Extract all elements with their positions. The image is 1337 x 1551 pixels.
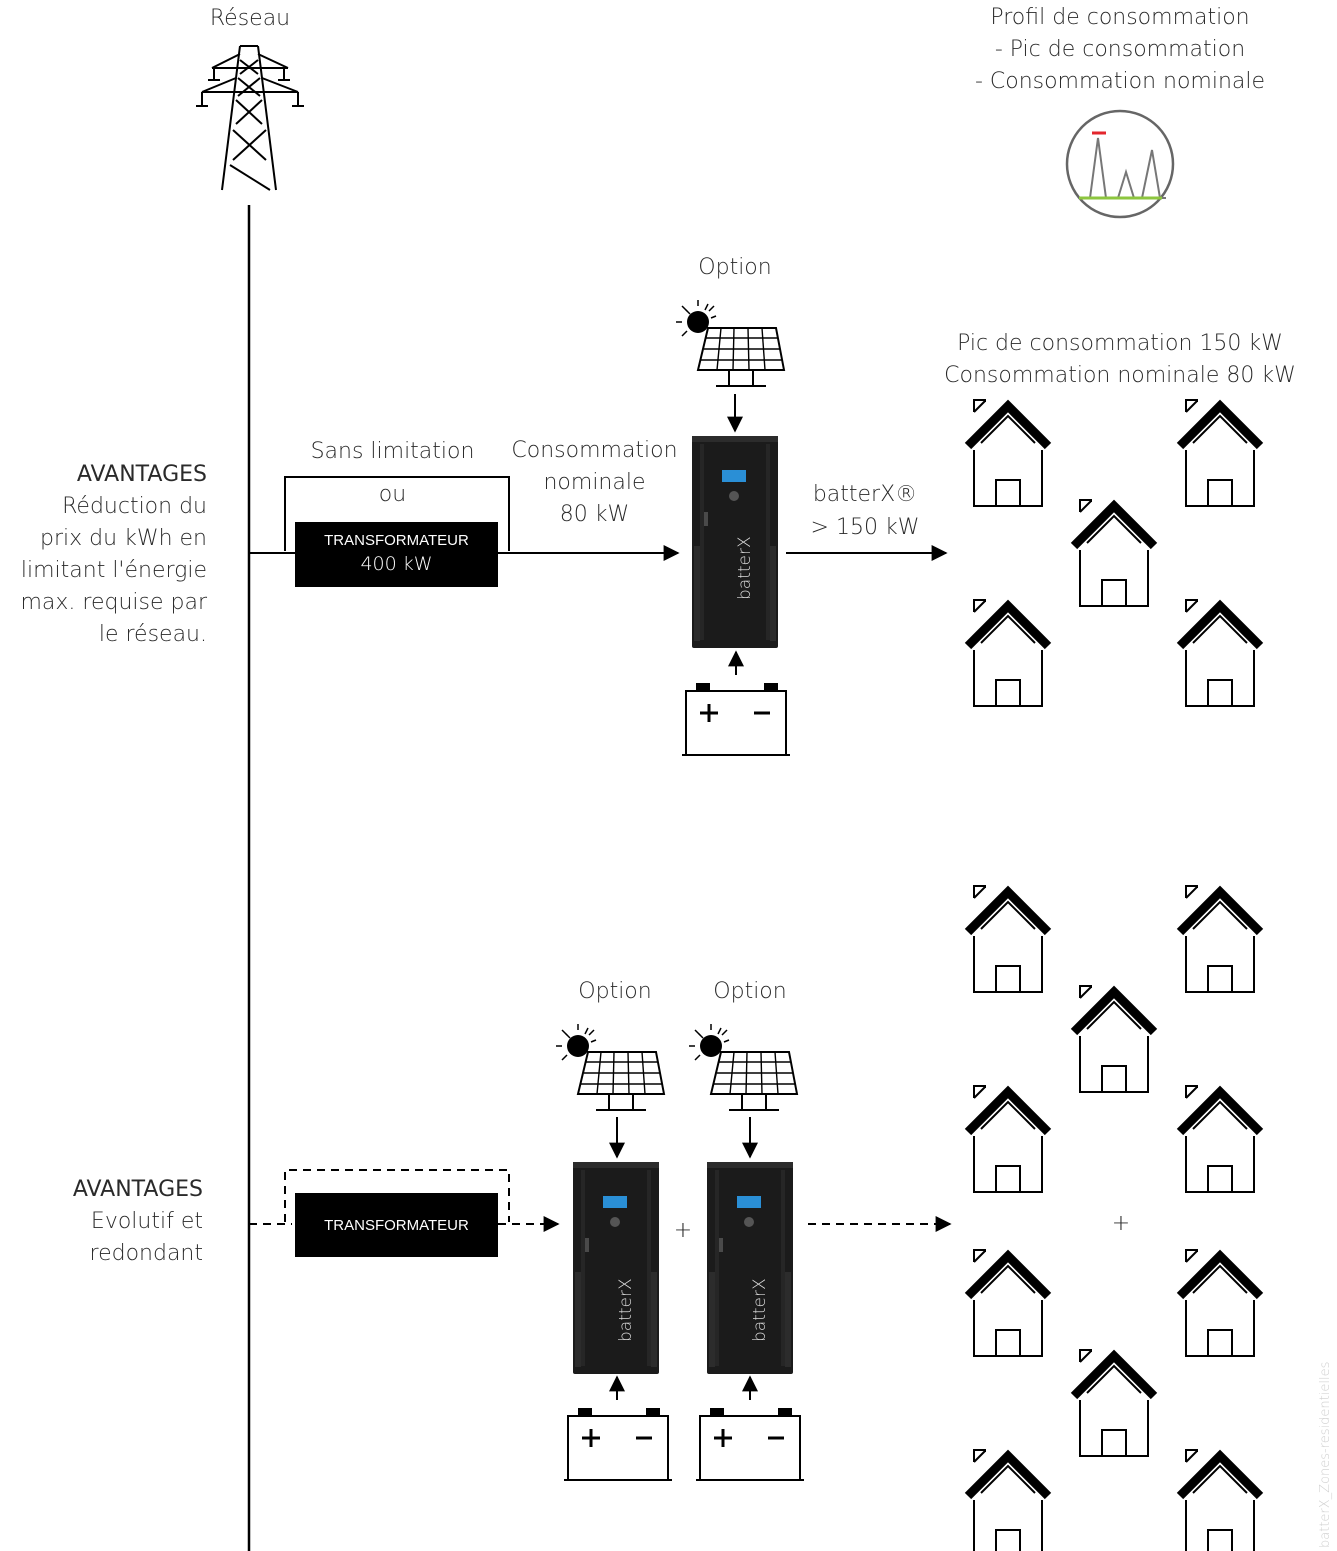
advantages2-line-2: redondant — [89, 1241, 203, 1266]
transformer-power-1: 400 kW — [360, 553, 433, 575]
solar-panel-icon — [555, 1023, 665, 1111]
cabinet-brand-label-3: batterX — [750, 1278, 770, 1342]
consumption-profile-icon — [1065, 109, 1175, 219]
advantages-line-1: Réduction du — [62, 494, 207, 519]
advantages-line-2: prix du kWh en — [40, 526, 207, 551]
no-limitation-label: Sans limitation — [310, 439, 475, 464]
power-pylon-icon — [196, 45, 304, 191]
battery-icon — [680, 681, 792, 757]
battery-icon — [694, 1406, 806, 1482]
transformer-label-1: TRANSFORMATEUR — [324, 532, 469, 549]
cabinet-brand-label-1: batterX — [735, 536, 755, 600]
output-power-label: > 150 kW — [810, 515, 920, 540]
houses-group-1 — [968, 400, 1260, 706]
bypass-line — [284, 476, 510, 551]
side-note: batterX_Zones-residentielles — [1318, 1361, 1333, 1548]
battery-icon — [562, 1406, 674, 1482]
solar-panel-icon — [688, 1023, 798, 1111]
option-label-1: Option — [698, 255, 772, 280]
advantages-line-4: max. requise par — [20, 590, 207, 615]
advantages-line-5: le réseau. — [98, 622, 207, 647]
transformer-box-1: TRANSFORMATEUR 400 kW — [295, 522, 498, 587]
advantages-line-3: limitant l'énergie — [20, 558, 207, 583]
batterx-cabinet-icon — [707, 1162, 793, 1374]
advantages-title-2: AVANTAGES — [72, 1177, 203, 1202]
profile-title: Profil de consommation — [990, 5, 1250, 30]
nominal-line-3: 80 kW — [559, 502, 630, 527]
solar-panel-icon — [675, 299, 785, 387]
batterx-label: batterX® — [812, 482, 918, 507]
profile-nominal-label: - Consommation nominale — [974, 69, 1266, 94]
nominal-line-2: nominale — [543, 470, 646, 495]
plus-between-units: + — [673, 1218, 693, 1243]
peak-consumption-label: Pic de consommation 150 kW — [957, 331, 1283, 356]
or-label: ou — [378, 482, 407, 507]
dashed-bypass-line — [284, 1169, 510, 1222]
transformer-label-2: TRANSFORMATEUR — [324, 1216, 469, 1234]
plus-between-houses: + — [1111, 1211, 1131, 1236]
transformer-box-2: TRANSFORMATEUR — [295, 1193, 498, 1257]
profile-peak-label: - Pic de consommation — [994, 37, 1246, 62]
option-label-3: Option — [713, 979, 787, 1004]
batterx-cabinet-icon — [573, 1162, 659, 1374]
cabinet-brand-label-2: batterX — [616, 1278, 636, 1342]
grid-label: Réseau — [209, 6, 291, 31]
nominal-consumption-label: Consommation nominale 80 kW — [944, 363, 1296, 388]
advantages-title-1: AVANTAGES — [76, 462, 207, 487]
nominal-line-1: Consommation — [511, 438, 678, 463]
option-label-2: Option — [578, 979, 652, 1004]
advantages2-line-1: Evolutif et — [90, 1209, 203, 1234]
